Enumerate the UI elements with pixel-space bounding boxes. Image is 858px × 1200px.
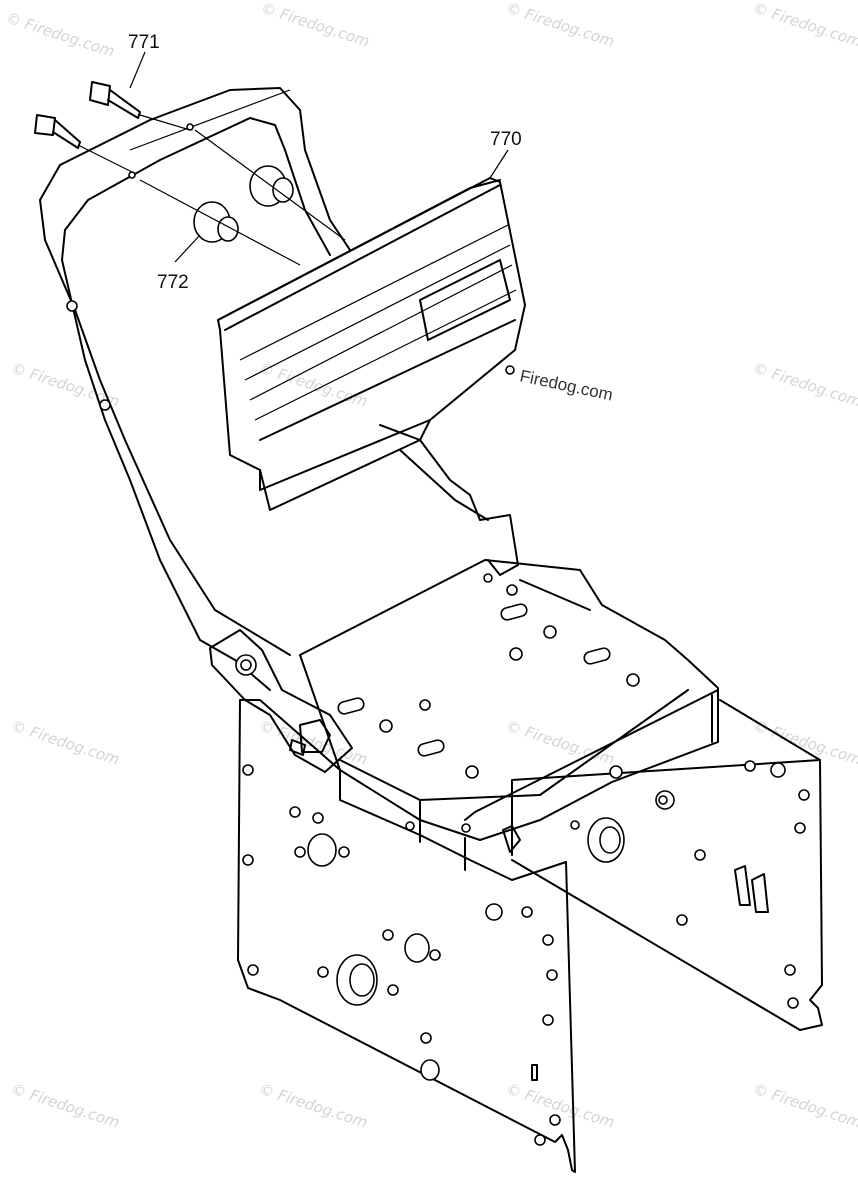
- callout-772: 772: [157, 272, 189, 293]
- callout-771: 771: [128, 32, 160, 53]
- callouts: 771 770 772: [128, 32, 522, 293]
- watermark-text: © Firedog.com: [257, 359, 370, 411]
- leader-770: [489, 149, 509, 179]
- seat-cushion-770: [217, 177, 526, 511]
- screw-771: [34, 81, 191, 173]
- watermark-text: © Firedog.com: [257, 717, 370, 769]
- watermark-text: © Firedog.com: [257, 1080, 370, 1132]
- leader-771: [129, 51, 146, 89]
- watermark-text: © Firedog.com: [751, 359, 858, 411]
- watermark-text: © Firedog.com: [4, 9, 117, 61]
- watermark-text: © Firedog.com: [751, 1080, 858, 1132]
- watermark-text: © Firedog.com: [9, 717, 122, 769]
- seat-base-pan: [299, 514, 719, 871]
- callout-770: 770: [490, 129, 522, 150]
- watermark-text: © Firedog.com: [9, 1080, 122, 1132]
- watermark-layer: © Firedog.com © Firedog.com © Firedog.co…: [4, 0, 858, 1132]
- watermark-text: © Firedog.com: [504, 717, 617, 769]
- rear-side-plate: [511, 694, 823, 1031]
- spacer-772: [139, 129, 346, 266]
- watermark-text: © Firedog.com: [504, 0, 617, 51]
- watermark-text: © Firedog.com: [259, 0, 372, 51]
- center-watermark-label: Firedog.com: [518, 366, 614, 404]
- seat-handle-frame: [39, 87, 489, 773]
- front-side-plate: [237, 699, 576, 1173]
- leader-772: [174, 234, 201, 263]
- watermark-text: © Firedog.com: [751, 0, 858, 51]
